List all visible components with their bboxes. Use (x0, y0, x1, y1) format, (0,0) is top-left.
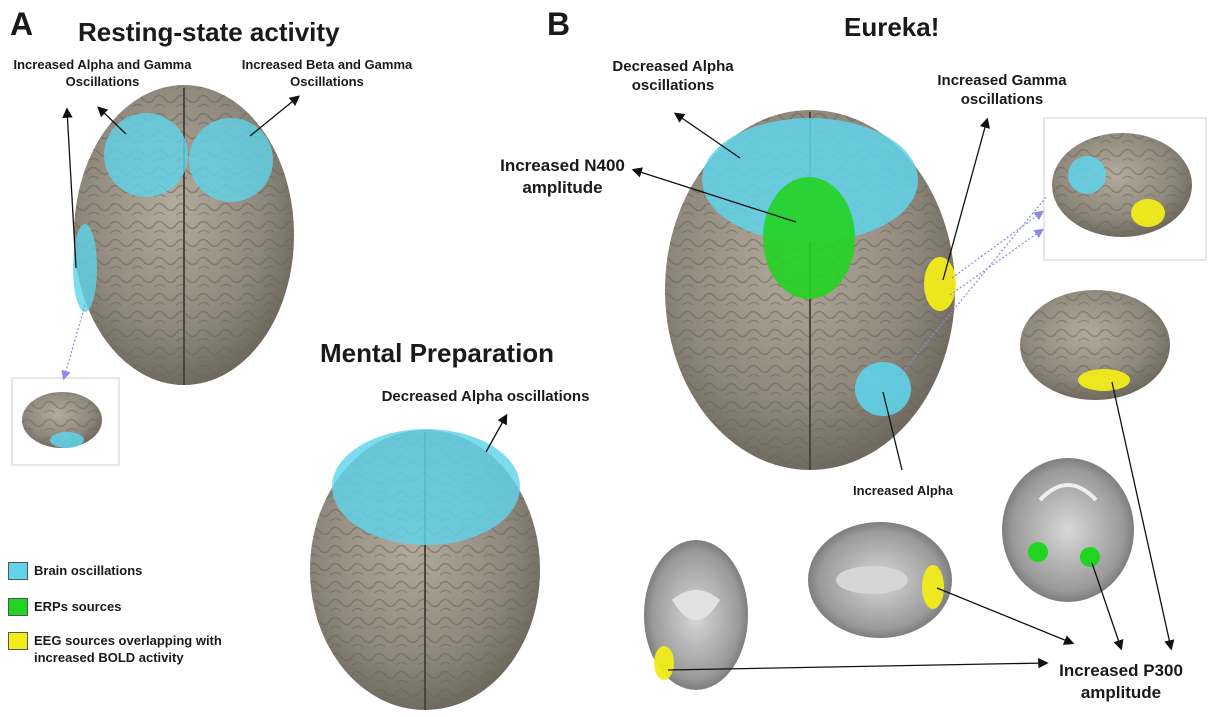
label-n400-line1: Increased N400 (480, 155, 645, 177)
label-decreased-alpha-b-line1: Decreased Alpha (578, 57, 768, 76)
label-increased-gamma-line1: Increased Gamma (917, 71, 1087, 90)
eeg-source-right-temporal (924, 257, 956, 311)
legend-text-eeg-bold: EEG sources overlapping with increased B… (34, 632, 222, 666)
legend-swatch-eeg-bold (8, 632, 28, 650)
oscillation-region-left-temporal (73, 224, 97, 312)
legend-text-eeg-bold-line2: increased BOLD activity (34, 649, 222, 666)
brain-axial-slice (644, 540, 748, 690)
legend-item-eeg-bold: EEG sources overlapping with increased B… (8, 632, 222, 666)
label-beta-gamma: Increased Beta and Gamma Oscillations (232, 56, 422, 90)
dotted-link-temporal-thumb (64, 305, 85, 378)
legend-text-eeg-bold-line1: EEG sources overlapping with (34, 632, 222, 649)
brain-coronal-slice (1002, 458, 1134, 602)
legend-text-oscillations: Brain oscillations (34, 562, 142, 579)
dotted-link-gamma-thumb-1 (952, 212, 1042, 278)
label-p300-line2: amplitude (1036, 682, 1206, 704)
arrow-decreased-alpha-b (676, 114, 740, 158)
legend-swatch-oscillations (8, 562, 28, 580)
arrow-beta-gamma (250, 97, 298, 136)
label-n400-line2: amplitude (480, 177, 645, 199)
label-alpha-gamma-line1: Increased Alpha and Gamma (5, 56, 200, 73)
label-increased-gamma: Increased Gamma oscillations (917, 71, 1087, 109)
oscillation-region-right-frontal (189, 118, 273, 202)
label-p300-line1: Increased P300 (1036, 660, 1206, 682)
label-beta-gamma-line2: Oscillations (232, 73, 422, 90)
resting-state-title: Resting-state activity (78, 17, 340, 48)
erp-source-n400 (763, 177, 855, 299)
legend-swatch-erps (8, 598, 28, 616)
arrow-increased-gamma (943, 120, 987, 280)
arrow-mental-alpha (486, 416, 506, 452)
brain-lateral-thumbnail-b-top (1044, 118, 1206, 260)
brain-lateral-view-b-middle (1020, 290, 1170, 400)
legend-item-erps: ERPs sources (8, 598, 121, 616)
oscillation-region-frontal-mental (332, 429, 520, 545)
label-increased-gamma-line2: oscillations (917, 90, 1087, 109)
label-decreased-alpha-b-line2: oscillations (578, 76, 768, 95)
brain-top-view-resting (74, 85, 294, 385)
brain-lateral-thumbnail-a (12, 378, 119, 465)
label-increased-alpha: Increased Alpha (838, 482, 968, 499)
label-p300: Increased P300 amplitude (1036, 660, 1206, 704)
eureka-title: Eureka! (844, 12, 939, 43)
dotted-link-gamma-thumb-2 (950, 230, 1042, 295)
arrow-alpha-gamma-temporal (67, 110, 76, 268)
panel-b-letter: B (547, 6, 570, 43)
label-mental-alpha: Decreased Alpha oscillations (368, 387, 603, 406)
label-beta-gamma-line1: Increased Beta and Gamma (232, 56, 422, 73)
mental-preparation-title: Mental Preparation (320, 338, 554, 369)
label-alpha-gamma-line2: Oscillations (5, 73, 200, 90)
label-decreased-alpha-b: Decreased Alpha oscillations (578, 57, 768, 95)
legend-item-oscillations: Brain oscillations (8, 562, 142, 580)
label-n400: Increased N400 amplitude (480, 155, 645, 199)
label-alpha-gamma: Increased Alpha and Gamma Oscillations (5, 56, 200, 90)
legend-text-erps: ERPs sources (34, 598, 121, 615)
brain-sagittal-slice (808, 522, 952, 638)
oscillation-region-right-parietal (855, 362, 911, 416)
panel-a-letter: A (10, 6, 33, 43)
